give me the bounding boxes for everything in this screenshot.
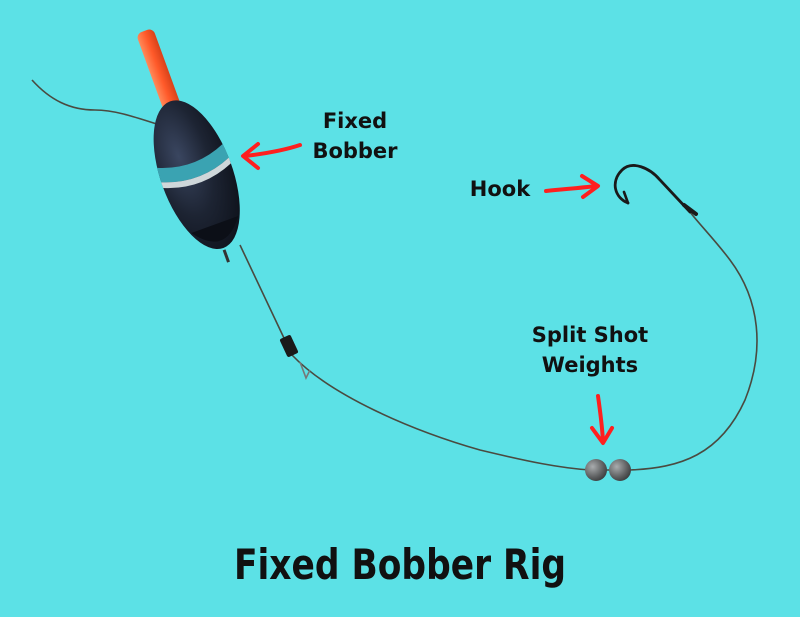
diagram-title: Fixed Bobber Rig [233,540,567,589]
bobber-stem [222,249,230,263]
label-fixed-bobber-line2: Bobber [312,139,398,163]
label-split-shot-line1: Split Shot [531,323,649,347]
bobber-bottom [191,215,239,242]
arrow-to-weights-icon [590,394,614,445]
hook-barb [622,190,630,205]
main-line-top [31,79,164,127]
bobber-band-light [161,157,231,188]
split-shot-1 [585,459,607,481]
label-fixed-bobber: Fixed Bobber [300,106,410,166]
bobber-band [156,143,229,183]
arrow-to-bobber-icon [241,142,302,170]
hook-eye [682,203,698,216]
bobber-stopper [279,335,299,357]
label-split-shot-line2: Weights [541,353,639,377]
hook-icon [613,164,692,214]
arrow-to-hook-icon [544,174,600,199]
split-shot-2 [609,459,631,481]
label-split-shot-weights: Split Shot Weights [515,320,665,380]
line-tag [299,361,311,380]
bobber [137,29,240,263]
label-hook: Hook [460,174,540,204]
label-hook-text: Hook [469,177,531,201]
label-fixed-bobber-line1: Fixed [322,109,388,133]
main-line-leader [239,211,758,471]
